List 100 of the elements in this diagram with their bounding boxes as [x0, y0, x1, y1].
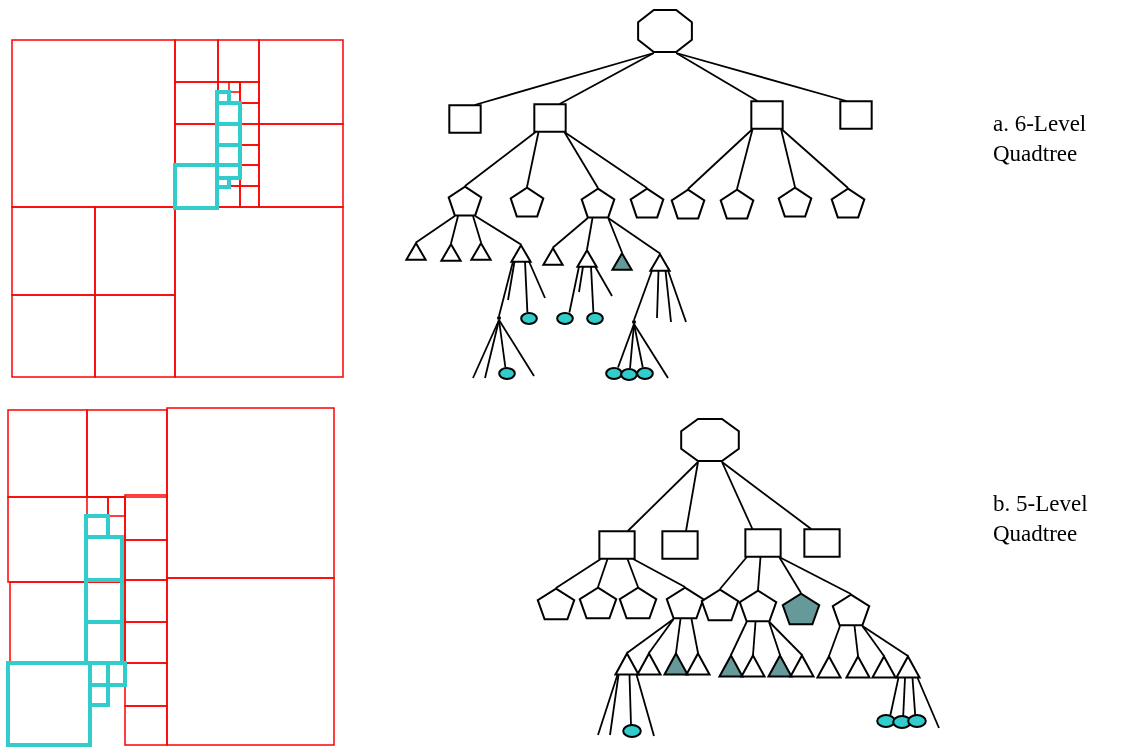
tree-edge	[778, 556, 802, 594]
pentagon-node	[537, 588, 575, 620]
tree-edge	[597, 674, 619, 736]
pentagon-node	[579, 587, 617, 619]
tree-edge	[768, 621, 781, 656]
tree-edge	[664, 269, 672, 323]
octagon-node	[637, 9, 693, 53]
tree-edge	[473, 52, 655, 106]
tree-edge	[780, 128, 796, 188]
ellipse-node	[621, 368, 637, 380]
tree-edge	[778, 556, 852, 595]
triangle-node	[872, 656, 896, 678]
tree-edge	[656, 269, 660, 319]
tree-edge	[768, 621, 803, 656]
tree-edge	[667, 269, 687, 323]
triangle-node	[686, 653, 710, 675]
tree-edge	[861, 625, 909, 657]
tree-edge	[752, 621, 757, 656]
tree-edge	[526, 131, 540, 188]
tree-edge	[635, 674, 655, 737]
pentagon-node	[630, 188, 664, 218]
tree-edge	[633, 323, 644, 369]
branch-point	[632, 320, 636, 324]
tree-edge	[498, 260, 514, 317]
tree-edge	[607, 217, 661, 255]
shaded-triangle-node	[664, 653, 688, 675]
tree-edge	[719, 556, 748, 590]
octagon-node	[680, 418, 740, 462]
triangle-node	[846, 656, 870, 678]
tree-edge	[902, 677, 906, 717]
triangle-node	[471, 242, 491, 260]
pentagon-node	[619, 587, 657, 619]
ellipse-node	[877, 715, 895, 727]
tree-edge	[648, 618, 675, 654]
triangle-node	[511, 244, 531, 262]
tree-edge	[757, 556, 762, 591]
triangle-node	[896, 656, 920, 678]
tree-edge	[628, 674, 632, 726]
ellipse-node	[606, 367, 622, 379]
tree-edge	[597, 558, 609, 588]
pentagon-node	[701, 589, 739, 621]
pentagon-node	[510, 187, 544, 217]
tree-edge	[889, 677, 900, 716]
square-node	[745, 529, 781, 557]
tree-edge	[472, 319, 500, 379]
ellipse-node	[587, 312, 603, 324]
triangle-node	[441, 243, 461, 261]
tree-edge	[558, 52, 655, 105]
tree-edge	[828, 625, 841, 657]
triangle-node	[790, 655, 814, 677]
shaded-triangle-node	[768, 655, 792, 677]
tree-edge	[633, 323, 669, 379]
tree-edge	[736, 128, 754, 190]
square-node	[449, 105, 481, 133]
pentagon-node	[832, 594, 870, 626]
tree-edge	[861, 625, 885, 657]
tree-edge	[911, 677, 917, 716]
ellipse-node	[557, 312, 573, 324]
pentagon-node	[778, 187, 812, 217]
square-node	[840, 101, 872, 129]
tree-edge	[586, 217, 594, 251]
tree-edge	[675, 618, 682, 654]
tree-edge	[675, 52, 759, 102]
tree-edge	[690, 618, 699, 654]
tree-edge	[498, 319, 535, 377]
tree-edge	[721, 461, 754, 530]
triangle-node	[637, 653, 661, 675]
pentagon-node	[739, 590, 777, 622]
tree-edge	[594, 265, 613, 297]
triangle-node	[741, 655, 765, 677]
tree-edge	[721, 461, 813, 530]
figure-caption: b. 5-Level Quadtree	[993, 490, 1089, 548]
square-node	[599, 531, 635, 559]
square-node	[804, 529, 840, 557]
tree-edge	[687, 128, 754, 190]
pentagon-node	[720, 189, 754, 219]
ellipse-node	[908, 715, 926, 727]
pentagon-node	[581, 188, 615, 218]
figure-caption: a. 6-Level Quadtree	[993, 110, 1088, 168]
tree-edge	[607, 217, 623, 254]
ellipse-node	[499, 367, 515, 379]
tree-edge	[464, 131, 537, 187]
pentagon-node	[831, 188, 865, 218]
tree-edge	[626, 558, 639, 588]
pentagon-node	[671, 189, 705, 219]
tree-edge	[484, 319, 500, 379]
tree-edge	[632, 558, 686, 588]
tree-edge	[629, 323, 635, 370]
triangle-node	[406, 242, 426, 260]
tree-edge	[415, 215, 456, 244]
tree-edge	[563, 131, 599, 189]
tree-edge	[590, 265, 595, 314]
tree-edge	[578, 265, 584, 293]
tree-edge	[528, 260, 546, 299]
triangle-node	[650, 253, 670, 271]
tree-edge	[563, 131, 648, 189]
tree-edge	[568, 265, 580, 314]
tree-edge	[730, 621, 748, 656]
tree-edge	[555, 558, 602, 589]
shaded-triangle-node	[612, 252, 632, 270]
